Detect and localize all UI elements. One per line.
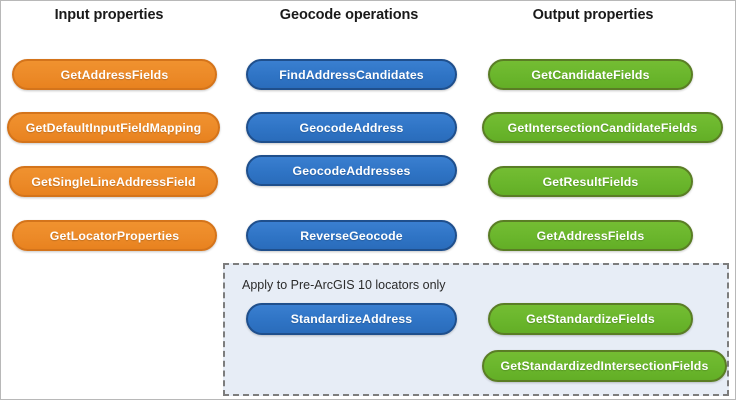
output-property-node[interactable]: GetAddressFields [488, 220, 693, 251]
output-property-node[interactable]: GetResultFields [488, 166, 693, 197]
geocode-operation-node[interactable]: FindAddressCandidates [246, 59, 457, 90]
geocode-operation-node[interactable]: GeocodeAddresses [246, 155, 457, 186]
geocode-operation-node[interactable]: GeocodeAddress [246, 112, 457, 143]
column-header-input-properties: Input properties [54, 7, 164, 23]
geocode-operation-node[interactable]: StandardizeAddress [246, 303, 457, 335]
legacy-locators-caption: Apply to Pre-ArcGIS 10 locators only [242, 278, 446, 292]
column-header-output-properties: Output properties [532, 7, 654, 23]
output-property-node[interactable]: GetStandardizeFields [488, 303, 693, 335]
column-header-geocode-operations: Geocode operations [279, 7, 419, 23]
geocode-operation-node[interactable]: ReverseGeocode [246, 220, 457, 251]
input-property-node[interactable]: GetSingleLineAddressField [9, 166, 218, 197]
input-property-node[interactable]: GetLocatorProperties [12, 220, 217, 251]
output-property-node[interactable]: GetStandardizedIntersectionFields [482, 350, 727, 382]
input-property-node[interactable]: GetDefaultInputFieldMapping [7, 112, 220, 143]
output-property-node[interactable]: GetCandidateFields [488, 59, 693, 90]
output-property-node[interactable]: GetIntersectionCandidateFields [482, 112, 723, 143]
input-property-node[interactable]: GetAddressFields [12, 59, 217, 90]
